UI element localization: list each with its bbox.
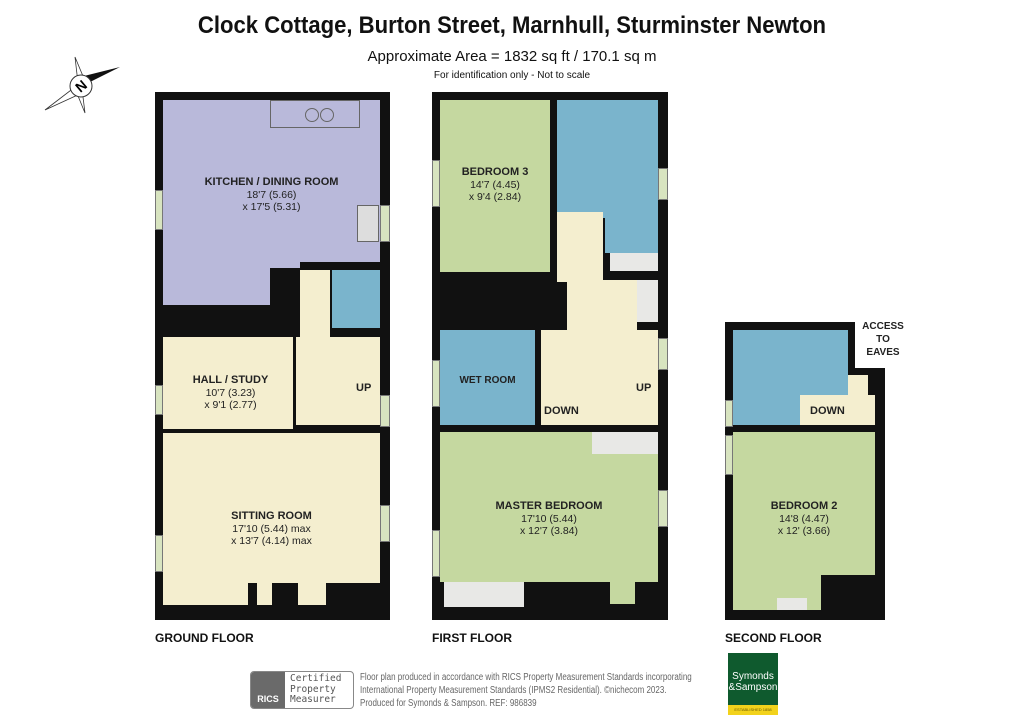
ground-hallway [296, 337, 380, 425]
window [658, 338, 668, 370]
window [155, 385, 163, 415]
stairs-up-label: UP [356, 382, 372, 394]
floor-label-ground: GROUND FLOOR [155, 631, 254, 645]
floor-label-first: FIRST FLOOR [432, 631, 512, 645]
disclaimer-line: International Property Measurement Stand… [360, 685, 667, 696]
window [432, 360, 440, 407]
approximate-area: Approximate Area = 1832 sq ft / 170.1 sq… [367, 48, 657, 65]
sitting-room-bay-right [298, 583, 326, 605]
sitting-room-bay-left [163, 583, 248, 605]
window [725, 435, 733, 475]
page-title: Clock Cottage, Burton Street, Marnhull, … [197, 12, 827, 39]
eaves-access [848, 375, 868, 395]
first-landing [541, 330, 658, 425]
window [432, 530, 440, 577]
window [380, 395, 390, 427]
cupboard [637, 280, 658, 322]
window [432, 160, 440, 207]
window [725, 400, 733, 427]
hob-icon [305, 108, 319, 122]
stairs-down-label: DOWN [544, 405, 579, 417]
disclaimer-line: Produced for Symonds & Sampson. REF: 986… [360, 698, 537, 709]
wet-room-area [440, 330, 535, 425]
compass-north-icon: N [40, 55, 125, 115]
inner-lobby [300, 270, 330, 337]
kitchen-worktop [270, 100, 360, 128]
stairs-up-label: UP [636, 382, 652, 394]
kitchen-area-lower [163, 262, 270, 305]
bathroom-area [557, 100, 658, 218]
scale-note: For identification only - Not to scale [433, 70, 591, 81]
window [380, 205, 390, 242]
disclaimer-line: Floor plan produced in accordance with R… [360, 672, 692, 683]
hall-study-area [163, 337, 293, 429]
bathroom-area-lower [605, 218, 658, 253]
second-landing [800, 395, 875, 425]
kitchen-area-step [270, 262, 300, 268]
window [380, 505, 390, 542]
symonds-sampson-logo: Symonds &Sampson ESTABLISHED 1858 [728, 653, 778, 715]
hob-icon [320, 108, 334, 122]
master-bedroom-bay [610, 582, 635, 604]
stairs-down-label: DOWN [810, 405, 845, 417]
cupboard [444, 582, 524, 607]
sink-icon [357, 205, 379, 242]
window [658, 490, 668, 527]
window [155, 535, 163, 572]
bedroom-2-area [733, 432, 875, 575]
cupboard [610, 253, 658, 271]
room-label-wet-room: WET ROOM [459, 375, 516, 386]
sitting-room-bay-mid [257, 583, 272, 605]
sitting-room-area [163, 433, 380, 583]
first-landing-upper [557, 212, 603, 282]
ground-wc [332, 270, 380, 328]
rics-logo: RICS [251, 672, 285, 708]
footer-disclaimer: Floor plan produced in accordance with R… [360, 671, 692, 710]
wardrobe [592, 432, 658, 454]
master-bedroom-area [440, 432, 658, 582]
cupboard [777, 598, 807, 610]
first-landing-mid [567, 280, 637, 330]
window [658, 168, 668, 200]
window [155, 190, 163, 230]
bedroom-3-area [440, 100, 550, 272]
floor-label-second: SECOND FLOOR [725, 631, 822, 645]
